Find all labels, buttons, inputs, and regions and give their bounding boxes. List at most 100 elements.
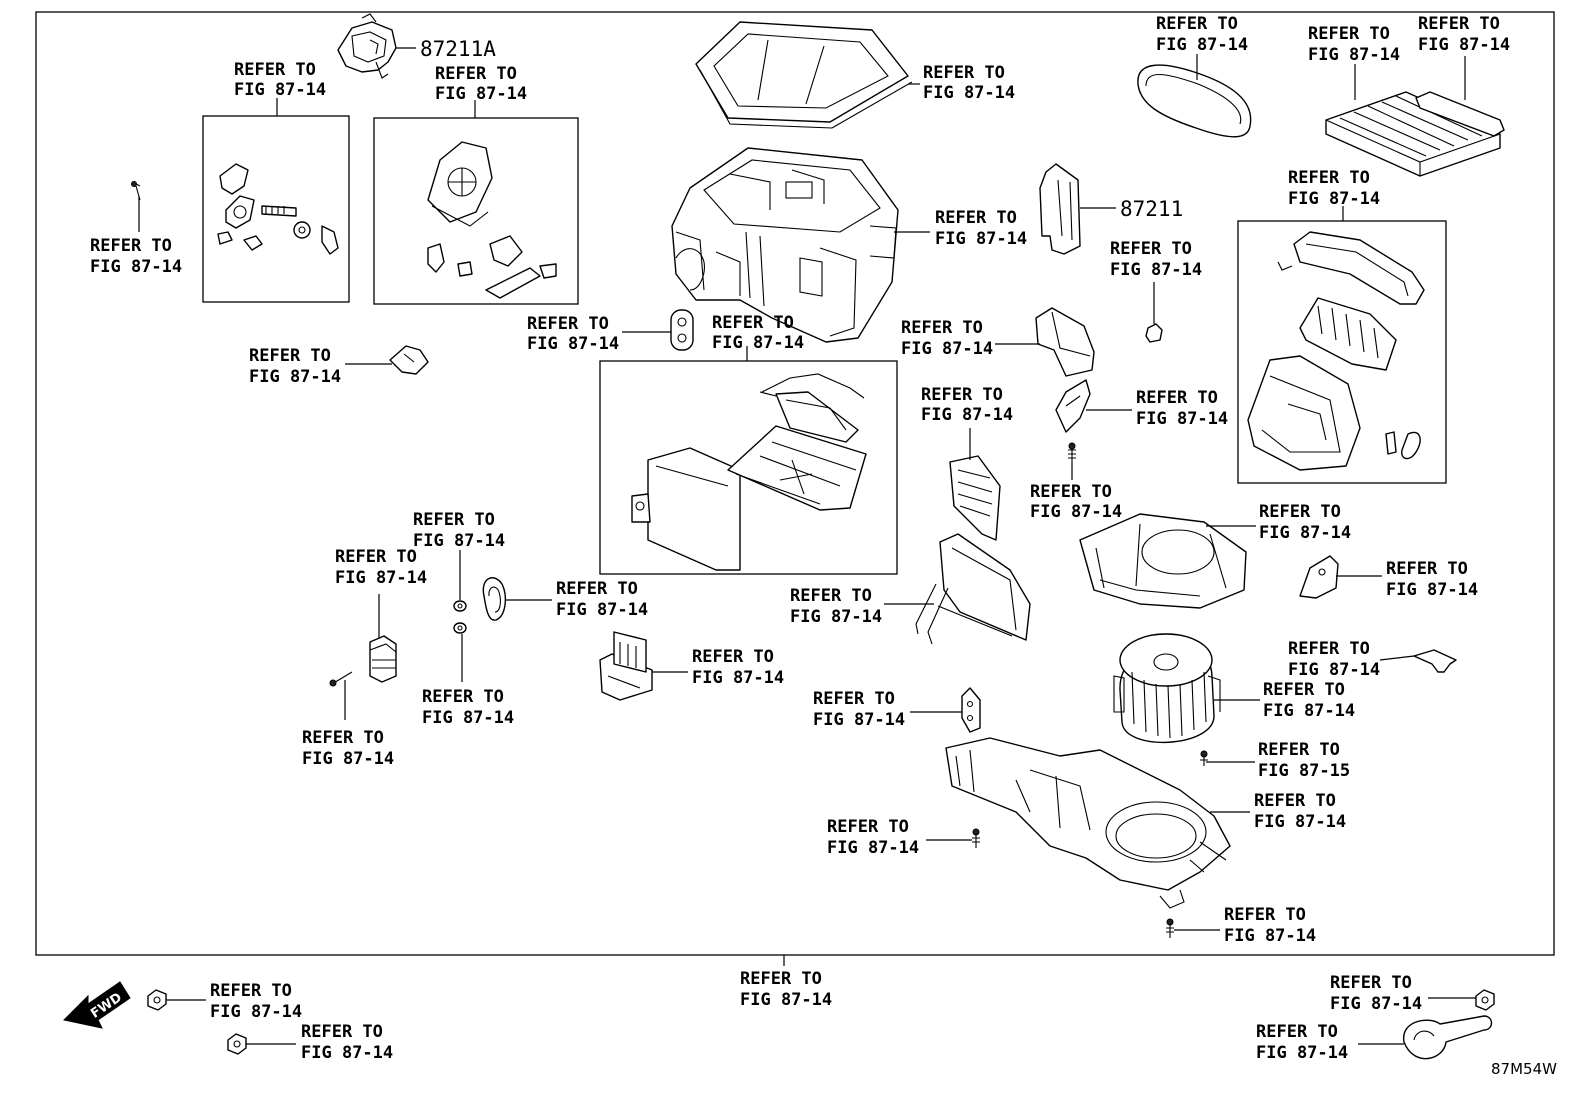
callout-c21-l1: REFER TO	[1288, 639, 1370, 659]
callout-c18-l1: REFER TO	[1288, 168, 1370, 188]
servo-kit-box	[202, 115, 350, 303]
callout-c11-l1: REFER TO	[1136, 388, 1218, 408]
callout-c26-l1: REFER TO	[422, 687, 504, 707]
foot-duct[interactable]	[1035, 307, 1095, 377]
bolt-flange[interactable]	[147, 989, 167, 1011]
callout-c37-l1: REFER TO	[827, 817, 909, 837]
callout-c05-l1: REFER TO	[923, 63, 1005, 83]
screw-motor[interactable]	[1200, 750, 1208, 766]
expansion-valve-pipes[interactable]	[727, 373, 867, 511]
nut-bottom-right[interactable]	[1475, 989, 1495, 1011]
sensor-pin[interactable]	[329, 671, 353, 687]
heater-core[interactable]	[915, 533, 1031, 645]
callout-c28-l1: REFER TO	[302, 728, 384, 748]
callout-c38-l2: FIG 87-14	[813, 710, 905, 730]
callout-c22-l2: FIG 87-14	[1263, 701, 1355, 721]
callout-c14-l1: REFER TO	[790, 586, 872, 606]
gasket-loop[interactable]	[1137, 64, 1252, 138]
grommet-pipe[interactable]	[670, 309, 694, 351]
callout-c35-l2: FIG 87-14	[1254, 812, 1346, 832]
callout-c07-l1: REFER TO	[527, 314, 609, 334]
part-number-87211: 87211	[1120, 197, 1183, 221]
washer-lower[interactable]	[453, 622, 467, 634]
callout-c09-l2: FIG 87-14	[1110, 260, 1202, 280]
callout-c11-l2: FIG 87-14	[1136, 409, 1228, 429]
callout-c02-l1: REFER TO	[435, 64, 517, 84]
seal-piece[interactable]	[1055, 379, 1091, 433]
screw-center-right[interactable]	[1068, 442, 1076, 462]
cabin-air-filter[interactable]	[1325, 91, 1501, 177]
diagram-frame	[35, 11, 1555, 956]
washer-upper[interactable]	[453, 600, 467, 612]
callout-c08-l2: FIG 87-14	[712, 333, 804, 353]
screw-lower-center[interactable]	[972, 828, 980, 848]
blower-lower-case[interactable]	[945, 737, 1231, 909]
clip-left-middle[interactable]	[389, 345, 429, 375]
callout-c10-l2: FIG 87-14	[901, 339, 993, 359]
actuator-connector[interactable]	[369, 635, 397, 683]
callout-c34-l2: FIG 87-15	[1258, 761, 1350, 781]
callout-c29-l1: REFER TO	[210, 981, 292, 1001]
heater-unit-upper-case[interactable]	[671, 147, 899, 343]
nut-center-right[interactable]	[1145, 323, 1163, 343]
servo-parts[interactable]	[217, 163, 339, 255]
linkage-parts[interactable]	[427, 141, 557, 299]
callout-c04-l1: REFER TO	[249, 346, 331, 366]
callout-c02-l2: FIG 87-14	[435, 84, 527, 104]
fwd-arrow-icon: FWD	[62, 981, 131, 1029]
callout-c28-l2: FIG 87-14	[302, 749, 394, 769]
callout-c13-l2: FIG 87-14	[921, 405, 1013, 425]
callout-c27-l1: REFER TO	[335, 547, 417, 567]
callout-c30-l1: REFER TO	[301, 1022, 383, 1042]
callout-c10-l1: REFER TO	[901, 318, 983, 338]
callout-c25-l1: REFER TO	[413, 510, 495, 530]
nut-flange[interactable]	[227, 1033, 247, 1055]
part-number-87211A: 87211A	[420, 37, 496, 61]
callout-c31-l2: FIG 87-14	[740, 990, 832, 1010]
callout-c37-l2: FIG 87-14	[827, 838, 919, 858]
seal-ring[interactable]	[482, 577, 507, 621]
evaporator-box	[599, 360, 898, 575]
callout-c30-l2: FIG 87-14	[301, 1043, 393, 1063]
callout-c35-l1: REFER TO	[1254, 791, 1336, 811]
callout-c13-l1: REFER TO	[921, 385, 1003, 405]
callout-c07-l2: FIG 87-14	[527, 334, 619, 354]
intake-unit-parts[interactable]	[1247, 231, 1425, 471]
callout-c24-l1: REFER TO	[556, 579, 638, 599]
blower-resistor[interactable]	[599, 631, 653, 701]
callout-c15-l2: FIG 87-14	[1156, 35, 1248, 55]
callout-c34-l1: REFER TO	[1258, 740, 1340, 760]
filter-frame-top[interactable]	[695, 21, 913, 129]
part-87211A-bracket[interactable]	[337, 13, 397, 79]
figure-code: 87M54W	[1491, 1060, 1557, 1078]
callout-c12-l2: FIG 87-14	[1030, 502, 1122, 522]
callout-c21-l2: FIG 87-14	[1288, 660, 1380, 680]
callout-c04-l2: FIG 87-14	[249, 367, 341, 387]
callout-c26-l2: FIG 87-14	[422, 708, 514, 728]
filter-cover[interactable]	[1415, 91, 1505, 137]
callout-c22-l1: REFER TO	[1263, 680, 1345, 700]
callout-c18-l2: FIG 87-14	[1288, 189, 1380, 209]
callout-c05-l2: FIG 87-14	[923, 83, 1015, 103]
blower-motor-fan[interactable]	[1113, 633, 1221, 744]
screw-bottom-right[interactable]	[1166, 918, 1174, 938]
part-87211-duct[interactable]	[1039, 163, 1081, 255]
clip-far-right[interactable]	[1413, 649, 1457, 673]
callout-c32-l2: FIG 87-14	[1330, 994, 1422, 1014]
bracket-right[interactable]	[1299, 555, 1339, 599]
blower-upper-case[interactable]	[1079, 513, 1247, 609]
callout-c15-l1: REFER TO	[1156, 14, 1238, 34]
intake-unit-box	[1237, 220, 1447, 484]
callout-c06-l1: REFER TO	[935, 208, 1017, 228]
callout-c01-l1: REFER TO	[234, 60, 316, 80]
evaporator-core[interactable]	[631, 447, 741, 571]
vent-grille[interactable]	[949, 455, 1001, 541]
callout-c32-l1: REFER TO	[1330, 973, 1412, 993]
drain-hose[interactable]	[1403, 1015, 1493, 1060]
linkage-kit-box	[373, 117, 579, 305]
callout-c33-l1: REFER TO	[1256, 1022, 1338, 1042]
pad-small[interactable]	[961, 687, 981, 733]
callout-c20-l1: REFER TO	[1386, 559, 1468, 579]
callout-c09-l1: REFER TO	[1110, 239, 1192, 259]
